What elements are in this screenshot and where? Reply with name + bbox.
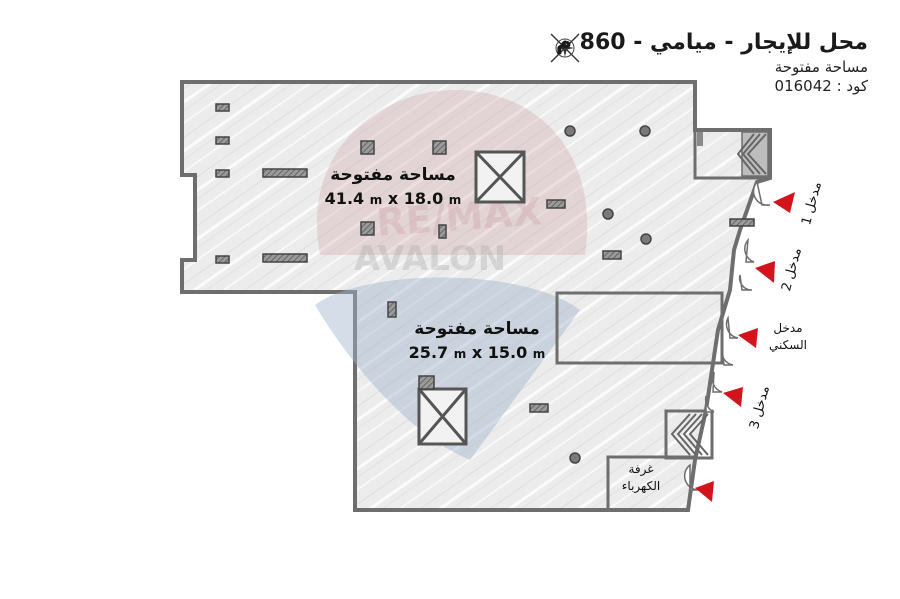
upper-area-title: مساحة مفتوحة bbox=[330, 165, 456, 185]
entry-arrow-2 bbox=[755, 261, 775, 283]
round-columns bbox=[564, 125, 652, 464]
watermark-balloon bbox=[316, 90, 588, 255]
code-value: 016042 bbox=[774, 77, 832, 95]
entrance-residential-label: مدخل السكني bbox=[769, 321, 807, 352]
lower-area-dimensions: 25.7 m x 15.0 m bbox=[408, 343, 546, 362]
entry-arrow-3 bbox=[723, 387, 743, 407]
electric-room-walls bbox=[606, 455, 695, 510]
compass-rose-icon bbox=[550, 33, 580, 63]
upper-area-label: مساحة مفتوحة 41.4 m x 18.0 m bbox=[318, 165, 468, 208]
entry-arrows bbox=[695, 192, 795, 502]
lower-area-label: مساحة مفتوحة 25.7 m x 15.0 m bbox=[402, 319, 552, 362]
lower-area-title: مساحة مفتوحة bbox=[414, 319, 540, 339]
upper-area-dimensions: 41.4 m x 18.0 m bbox=[324, 189, 462, 208]
listing-title: محل للإيجار - ميامي - 860 م bbox=[555, 30, 868, 55]
svg-text:AVALON: AVALON bbox=[354, 239, 506, 279]
residential-corridor bbox=[555, 291, 724, 365]
watermark-sail bbox=[315, 277, 580, 460]
columns bbox=[215, 103, 755, 413]
entry-arrow-electric bbox=[695, 481, 714, 502]
code-label: كود : bbox=[836, 77, 868, 95]
entry-arrow-residential bbox=[738, 328, 758, 348]
listing-code: كود : 016042 bbox=[556, 77, 868, 96]
entry-arrow-1 bbox=[773, 192, 795, 213]
header: محل للإيجار - ميامي - 860 م مساحة مفتوحة… bbox=[556, 28, 868, 96]
electric-room-label: غرفة الكهرباء bbox=[621, 462, 661, 493]
stair-room-top bbox=[693, 128, 772, 180]
listing-subtitle: مساحة مفتوحة bbox=[774, 58, 868, 76]
